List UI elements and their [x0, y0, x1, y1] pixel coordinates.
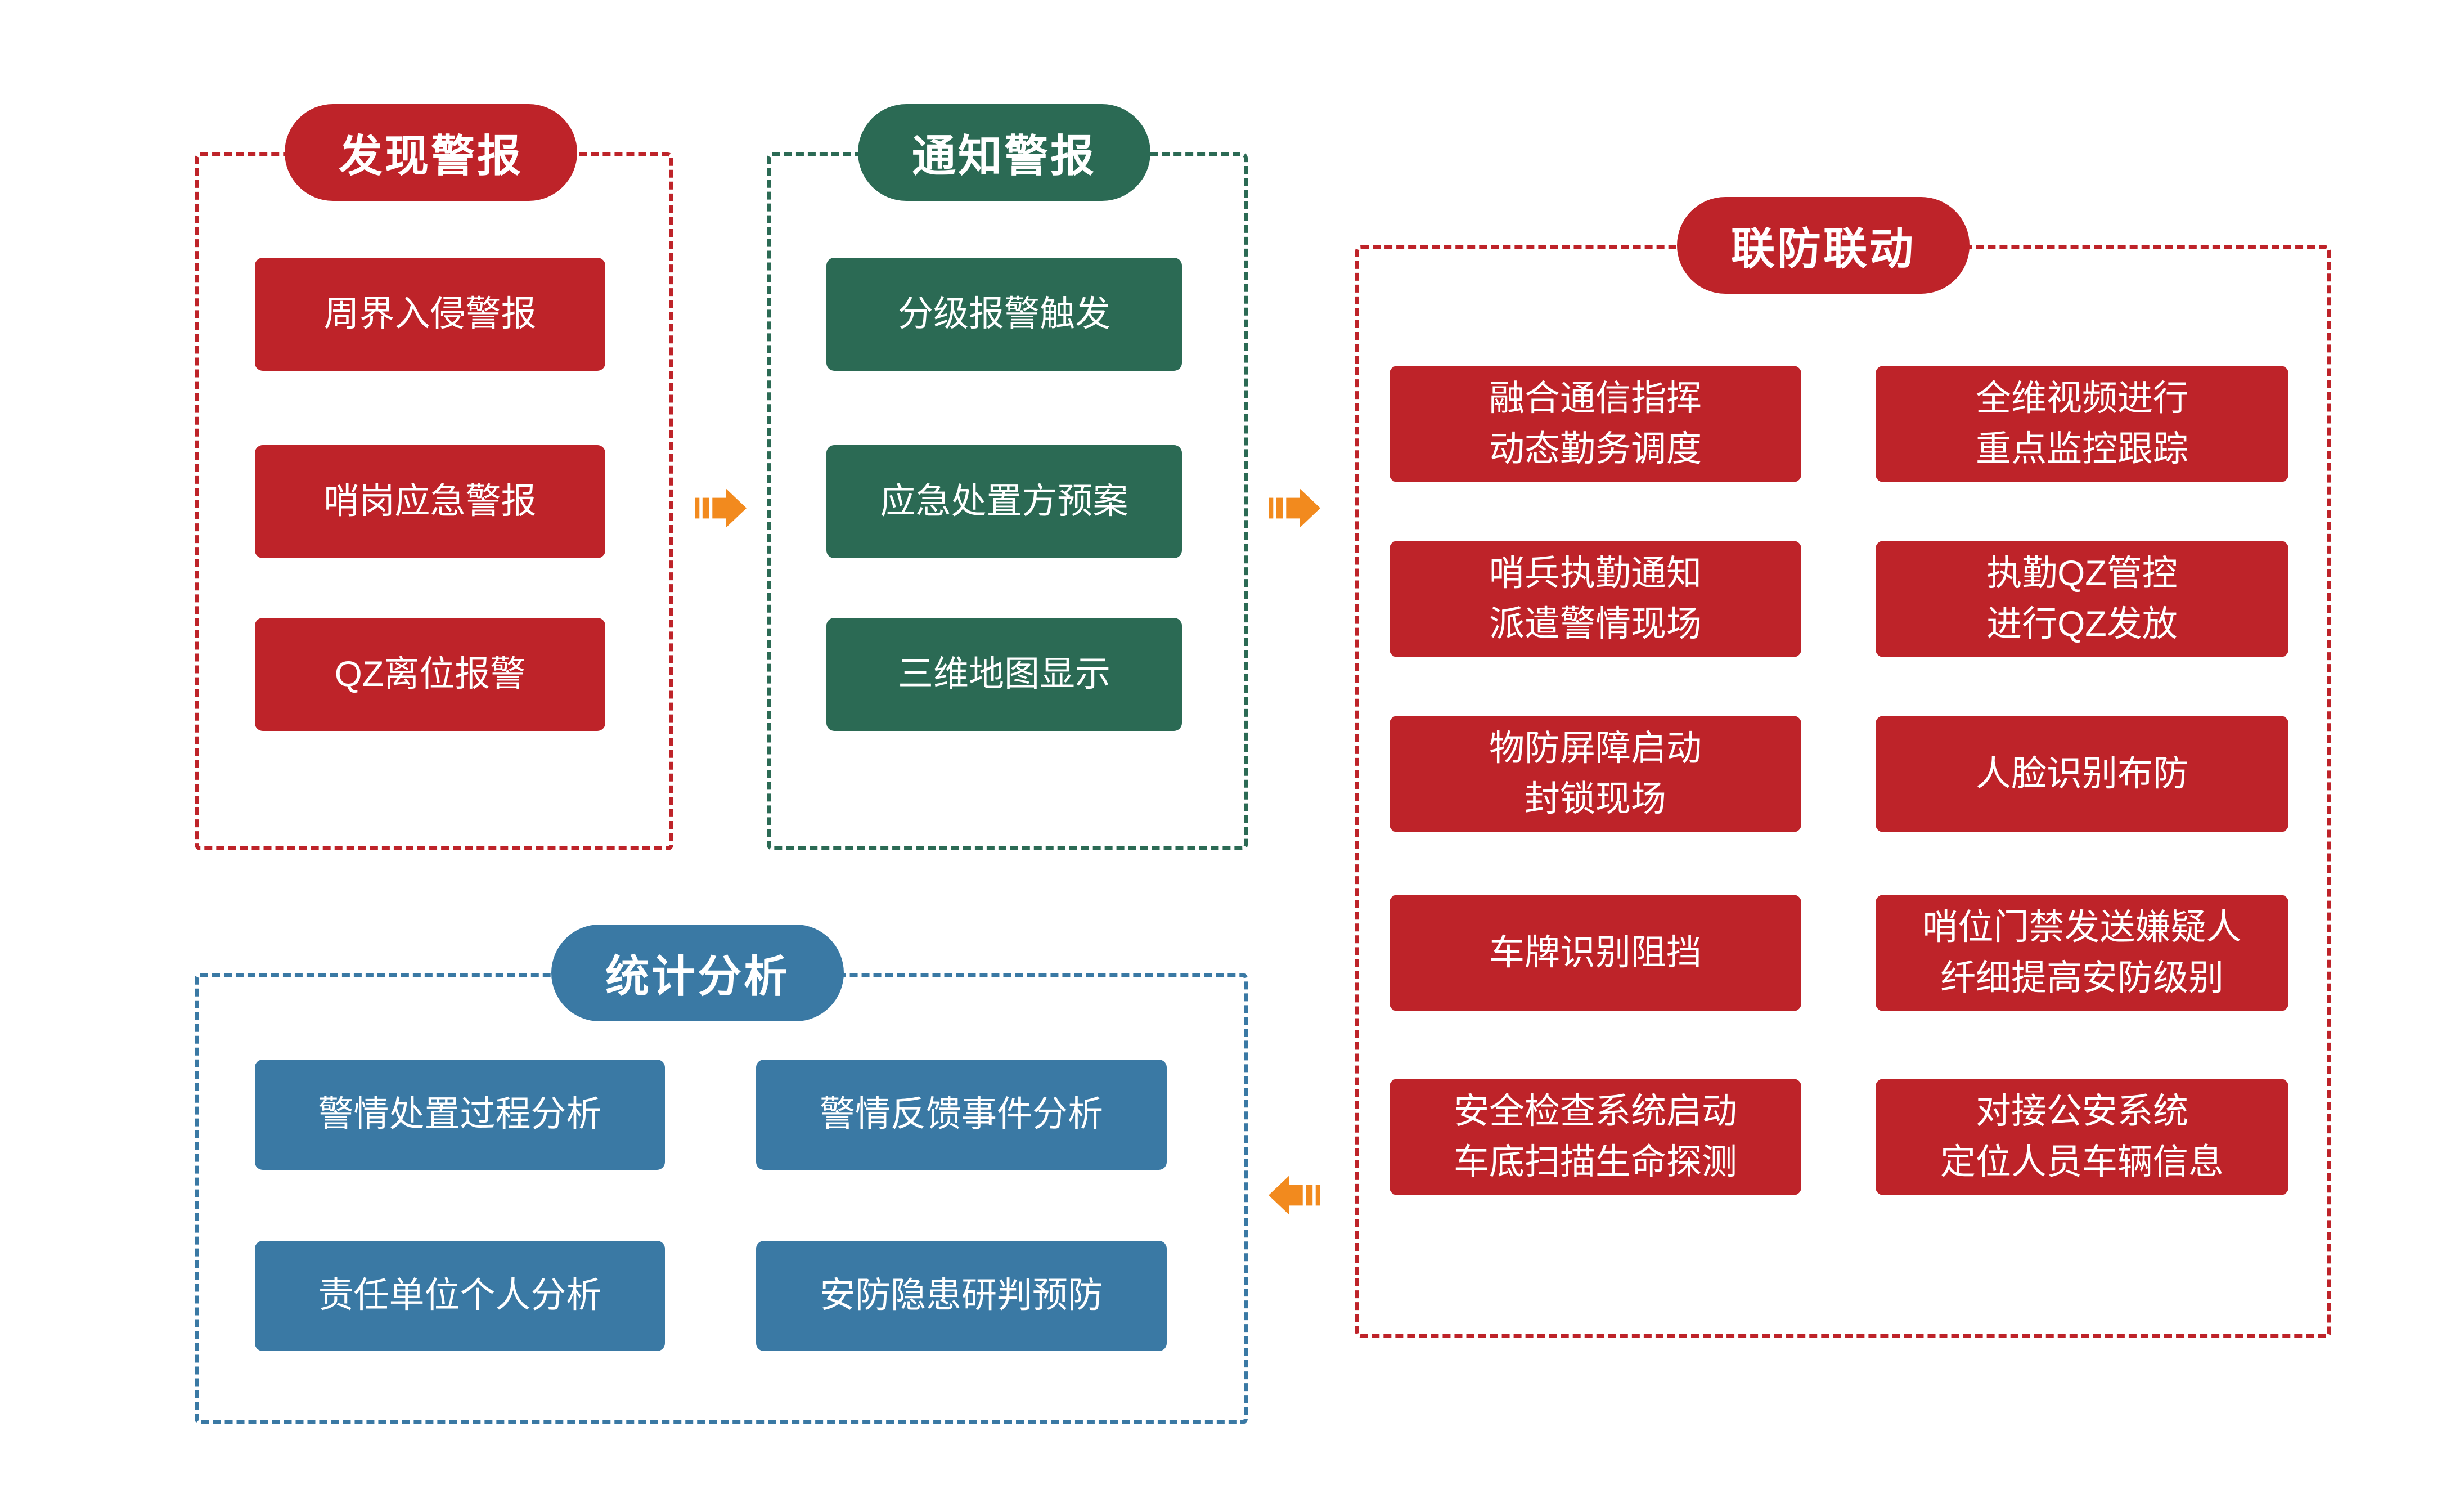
flow-arrow-left-icon: [1269, 1172, 1320, 1219]
node-omni-video-tracking: 全维视频进行 重点监控跟踪: [1876, 366, 2288, 482]
node-sentry-access-suspect-alert: 哨位门禁发送嫌疑人 纤细提高安防级别: [1876, 895, 2288, 1011]
node-perimeter-intrusion-alarm: 周界入侵警报: [255, 258, 605, 371]
section-stats-title: 统计分析: [551, 925, 844, 1021]
node-responsible-unit-person-analysis: 责任单位个人分析: [255, 1241, 665, 1351]
section-notify-title: 通知警报: [858, 104, 1150, 201]
node-fused-comms-dispatch: 融合通信指挥 动态勤务调度: [1390, 366, 1801, 482]
node-police-system-locating: 对接公安系统 定位人员车辆信息: [1876, 1079, 2288, 1195]
node-sentry-emergency-alarm: 哨岗应急警报: [255, 445, 605, 558]
section-discover-title: 发现警报: [285, 104, 577, 201]
node-plate-recognition-block: 车牌识别阻挡: [1390, 895, 1801, 1011]
flow-arrow-right-icon: [1269, 484, 1320, 532]
node-face-recognition-deploy: 人脸识别布防: [1876, 716, 2288, 832]
node-alarm-handling-process-analysis: 警情处置过程分析: [255, 1060, 665, 1170]
node-sentry-duty-notify: 哨兵执勤通知 派遣警情现场: [1390, 541, 1801, 657]
node-duty-qz-control-issue: 执勤QZ管控 进行QZ发放: [1876, 541, 2288, 657]
node-3d-map-display: 三维地图显示: [826, 618, 1182, 731]
node-physical-barrier-lockdown: 物防屏障启动 封锁现场: [1390, 716, 1801, 832]
node-graded-alarm-trigger: 分级报警触发: [826, 258, 1182, 371]
node-qz-offposition-alarm: QZ离位报警: [255, 618, 605, 731]
node-security-check-underbody-scan: 安全检查系统启动 车底扫描生命探测: [1390, 1079, 1801, 1195]
node-security-hazard-research-prevention: 安防隐患研判预防: [756, 1241, 1167, 1351]
flow-arrow-right-icon: [695, 484, 747, 532]
node-alarm-feedback-event-analysis: 警情反馈事件分析: [756, 1060, 1167, 1170]
section-stats-frame: [195, 973, 1248, 1424]
node-emergency-response-plan: 应急处置方预案: [826, 445, 1182, 558]
section-joint-title: 联防联动: [1677, 197, 1970, 294]
